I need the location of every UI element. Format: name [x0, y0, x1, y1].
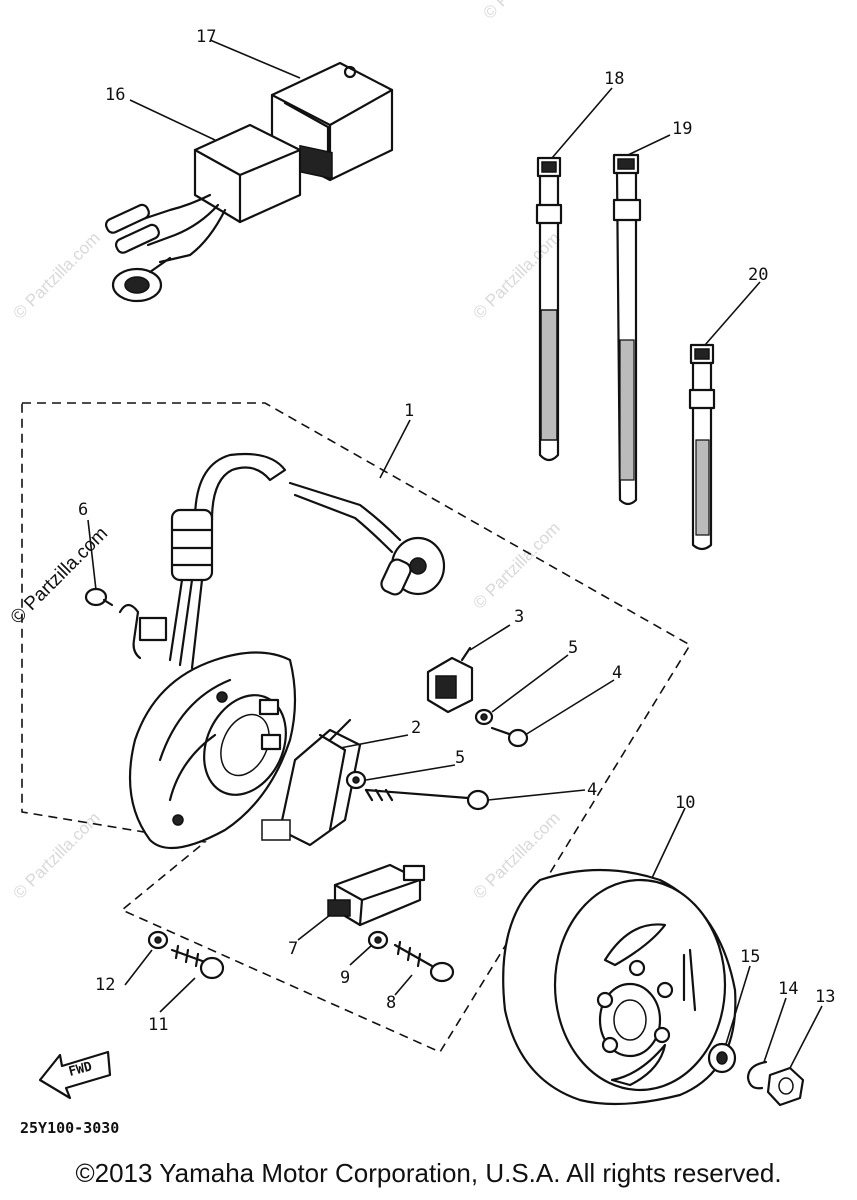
part-11-screw: [170, 944, 225, 980]
callout-labels: 1 2 3 4 4 5 5 6 7 8 9 10 11 12 13 14 15 …: [78, 27, 835, 1035]
callout-11: 11: [148, 1015, 168, 1035]
callout-18: 18: [604, 69, 624, 89]
callout-17: 17: [196, 27, 216, 47]
part-13-nut: [766, 1066, 805, 1107]
callout-14: 14: [778, 979, 798, 999]
callout-9: 9: [340, 968, 350, 988]
part-1-wire-harness: [168, 452, 446, 670]
drawing-code: 25Y100-3030: [20, 1119, 119, 1137]
callout-10: 10: [675, 793, 695, 813]
part-9-washer: [367, 930, 389, 950]
part-18-cable-tie: [535, 156, 563, 462]
callout-4-upper: 4: [612, 663, 622, 683]
callout-2: 2: [411, 718, 421, 738]
fwd-arrow: FWD: [38, 1050, 112, 1100]
part-5-washer-lower: [345, 770, 367, 790]
part-10-flywheel: [502, 868, 737, 1106]
part-19-cable-tie: [612, 153, 642, 506]
callout-8: 8: [386, 993, 396, 1013]
watermark-text: © Partzilla.com: [9, 228, 103, 322]
leader-lines: [87, 39, 823, 1069]
callout-3: 3: [514, 607, 524, 627]
part-3-pickup-coil: [426, 646, 474, 714]
watermark-text: © Partzilla.com: [9, 808, 103, 902]
part-20-cable-tie: [688, 343, 716, 551]
part-14-lock-washer: [746, 1060, 768, 1090]
callout-16: 16: [105, 85, 125, 105]
part-7-lighting-coil: [327, 863, 426, 927]
callout-5-lower: 5: [455, 748, 465, 768]
callout-20: 20: [748, 265, 768, 285]
callout-15: 15: [740, 947, 760, 967]
callout-1: 1: [404, 401, 414, 421]
assembly-boundary: [21, 402, 692, 1054]
part-2-source-coil: [261, 718, 362, 847]
callout-4-lower: 4: [587, 780, 597, 800]
watermark-text: © Partzilla.com: [469, 228, 563, 322]
part-12-washer: [147, 930, 169, 950]
callout-13: 13: [815, 987, 835, 1007]
part-8-screw: [393, 940, 455, 983]
part-5-washer-upper: [474, 708, 494, 726]
callout-19: 19: [672, 119, 692, 139]
part-15-washer: [707, 1042, 737, 1074]
callout-6: 6: [78, 500, 88, 520]
part-4-screw-upper: [490, 726, 529, 748]
callout-7: 7: [288, 939, 298, 959]
part-6-screw: [84, 587, 168, 660]
fwd-label: FWD: [67, 1059, 94, 1080]
copyright-notice: ©2013 Yamaha Motor Corporation, U.S.A. A…: [75, 1158, 782, 1188]
part-1-stator-plate: [128, 651, 297, 850]
part-4-screw-lower: [364, 788, 490, 811]
callout-5-upper: 5: [568, 638, 578, 658]
callout-12: 12: [95, 975, 115, 995]
watermark-text: © Partzilla.com: [479, 0, 573, 23]
part-16-cdi-unit: [104, 123, 302, 303]
